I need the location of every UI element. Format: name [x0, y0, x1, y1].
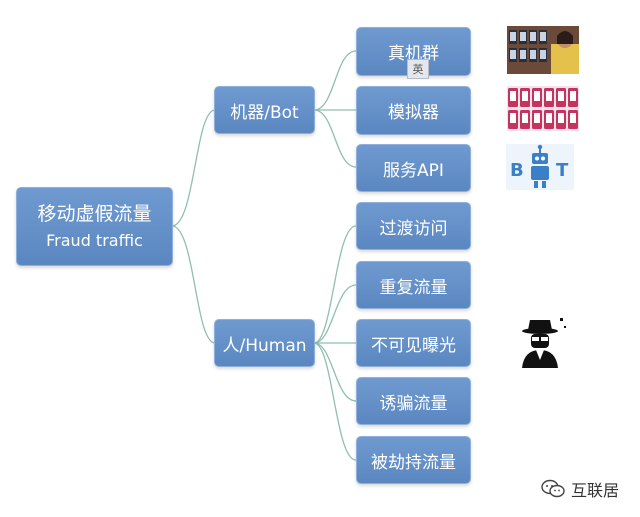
root-title-en: Fraud traffic [46, 230, 143, 250]
watermark-text: 互联居 [571, 481, 620, 500]
leaf-hijacked-traffic: 被劫持流量 [356, 436, 471, 484]
root-node: 移动虚假流量 Fraud traffic [16, 187, 173, 266]
leaf-deceptive-traffic: 诱骗流量 [356, 377, 471, 425]
branch-human-label: 人/Human [222, 335, 307, 356]
leaf-service-api: 服务API [356, 144, 471, 192]
leaf-label: 重复流量 [379, 277, 448, 298]
branch-bot-label: 机器/Bot [230, 102, 299, 123]
leaf-invisible-impressions: 不可见曝光 [356, 319, 471, 367]
root-title-zh: 移动虚假流量 [37, 202, 152, 225]
leaf-label: 过渡访问 [379, 218, 448, 239]
ime-indicator: 英 [407, 59, 429, 79]
leaf-label: 服务API [383, 160, 444, 181]
leaf-excessive-visits: 过渡访问 [356, 202, 471, 250]
hacker-icon [512, 316, 568, 368]
leaf-label: 被劫持流量 [371, 452, 456, 473]
watermark: 互联居 [541, 477, 619, 501]
phone-farm-photo [507, 26, 579, 74]
branch-human: 人/Human [214, 319, 315, 367]
leaf-label: 不可见曝光 [371, 335, 456, 356]
emulator-grid-icon [507, 86, 579, 131]
bot-logo-letter-b: B [510, 160, 524, 181]
leaf-duplicate-traffic: 重复流量 [356, 261, 471, 309]
bot-logo: B T [506, 144, 574, 190]
bot-robot-icon [531, 144, 549, 188]
wechat-icon [541, 479, 565, 498]
bot-logo-letter-t: T [556, 160, 569, 181]
branch-bot: 机器/Bot [214, 86, 315, 134]
leaf-label: 模拟器 [388, 103, 439, 123]
leaf-emulator: 模拟器 [356, 86, 471, 135]
leaf-label: 诱骗流量 [379, 393, 448, 414]
